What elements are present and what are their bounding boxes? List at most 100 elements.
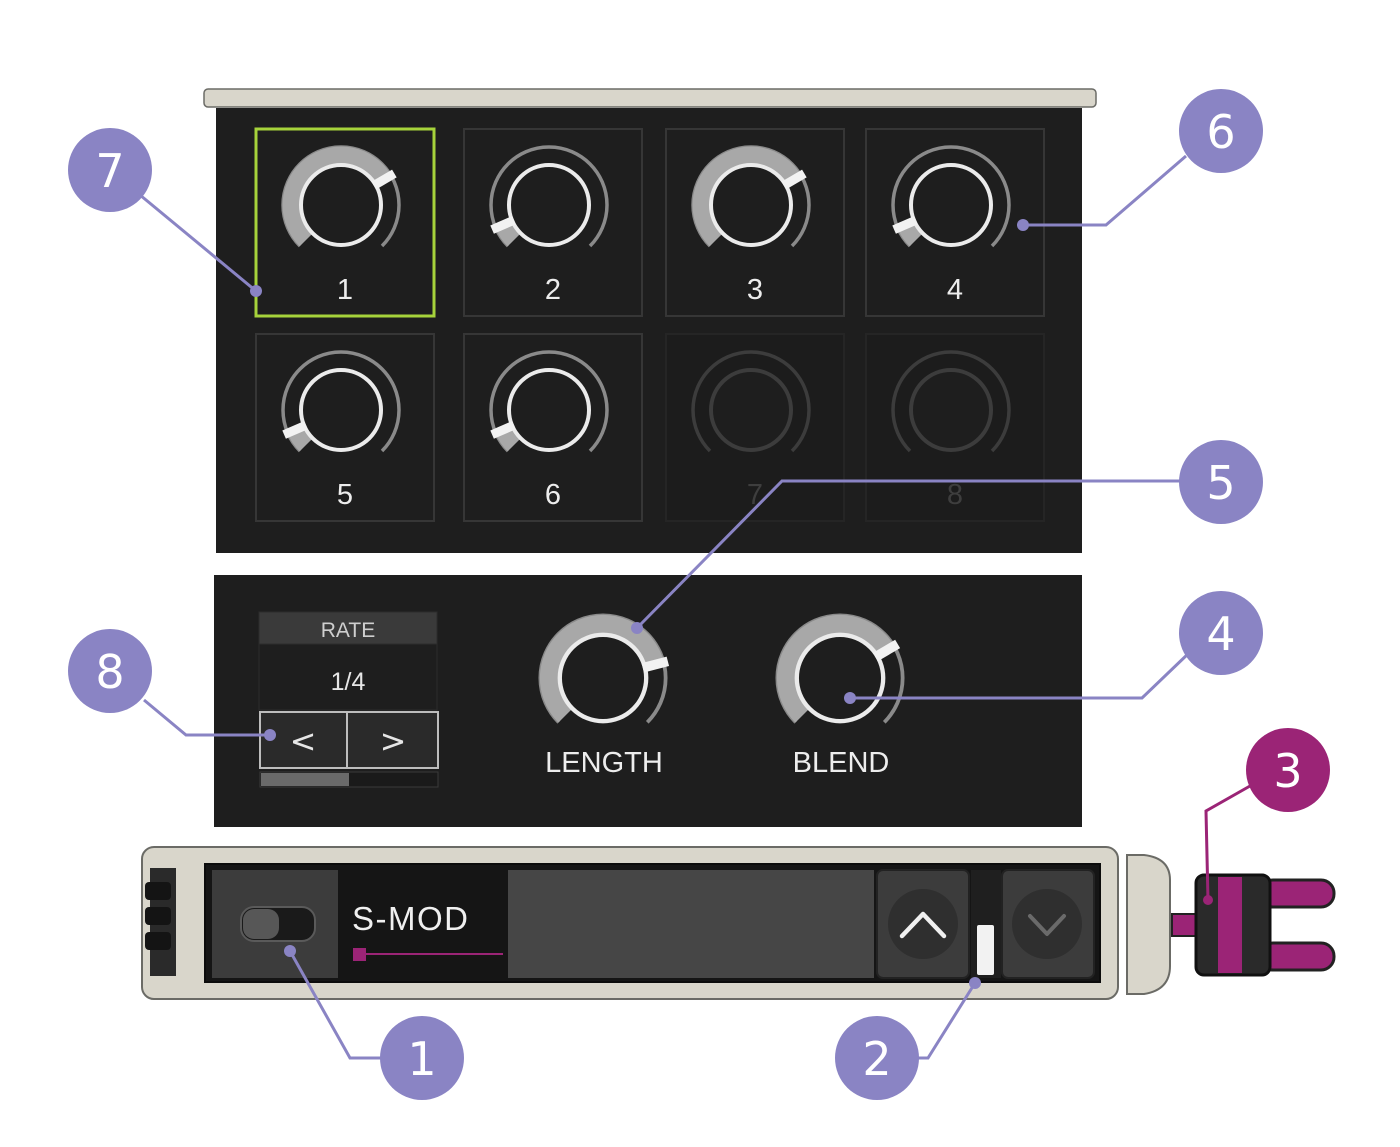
macro-knob-5-cap [299, 368, 383, 452]
macro-knob-6-track [489, 350, 609, 453]
macro-knob-cell-8: 8 [865, 333, 1045, 522]
macro-knob-4-track [891, 145, 1011, 248]
macro-knob-3-cap [709, 163, 793, 247]
empty-display [508, 870, 874, 978]
macro-knob-1[interactable] [281, 145, 401, 248]
settings-knobs [538, 613, 905, 724]
rate-next-button[interactable] [346, 711, 439, 769]
callout-number-4: 4 [1206, 607, 1235, 661]
macro-knob-4-cap [909, 163, 993, 247]
macro-knob-label-3: 3 [747, 274, 763, 306]
callout-line-8 [143, 698, 276, 741]
grip-notch-3 [145, 932, 171, 950]
callout-line-1 [284, 945, 384, 1060]
blend-knob[interactable] [775, 613, 905, 724]
callout-line-4 [844, 650, 1192, 704]
callout-number-5: 5 [1206, 456, 1235, 510]
callout-number-2: 2 [862, 1032, 891, 1086]
macro-knob-4[interactable] [891, 145, 1011, 248]
callout-badge-3 [1246, 728, 1330, 812]
right-cap [1126, 854, 1171, 995]
rate-value: 1/4 [331, 668, 366, 696]
callout-badge-2 [835, 1016, 919, 1100]
callout-number-8: 8 [95, 645, 124, 699]
rate-value-box [258, 643, 438, 711]
macro-knob-2-track [489, 145, 609, 248]
macro-knob-grid: 1 2 3 4 5 6 7 8 [254, 127, 1045, 522]
length-knob-cap [557, 632, 649, 724]
callout-number-7: 7 [95, 144, 124, 198]
macro-knob-2-pointer [490, 215, 516, 234]
macro-knob-cell-7: 7 [665, 333, 845, 522]
blend-knob-pointer [872, 639, 901, 662]
macro-knob-3-pointer [781, 169, 807, 190]
toggle-thumb [243, 909, 279, 939]
callout-line-7 [139, 193, 262, 297]
macro-knob-3-value-arc [692, 146, 802, 247]
callout-line-5 [631, 479, 1186, 634]
callout-badge-4 [1179, 591, 1263, 675]
length-knob[interactable] [538, 613, 670, 724]
name-cell [339, 870, 506, 978]
macro-knob-1-pointer [371, 169, 397, 190]
callout-line-6 [1017, 154, 1187, 231]
module-name: S-MOD [352, 900, 470, 937]
macro-knob-5[interactable] [281, 350, 401, 453]
callouts: 1 2 3 4 5 6 7 8 [68, 89, 1330, 1100]
plug-stripe [1218, 877, 1242, 973]
callout-badge-7 [68, 128, 152, 212]
grip-notch-1 [145, 882, 171, 900]
macro-knob-3[interactable] [691, 145, 811, 248]
length-knob-pointer [641, 656, 670, 673]
macro-knob-cell-5[interactable]: 5 [255, 333, 435, 522]
macro-knob-cell-1[interactable]: 1 [254, 127, 436, 318]
scroll-indicator[interactable] [977, 925, 994, 975]
device-strip: S-MOD [141, 846, 1171, 1000]
macro-knob-label-1: 1 [337, 274, 353, 306]
macro-knob-1-cap [299, 163, 383, 247]
rate-control: RATE 1/4 < > [258, 611, 439, 788]
macro-knob-cell-4[interactable]: 4 [865, 128, 1045, 317]
callout-line-3 [1204, 784, 1251, 901]
rate-title: RATE [321, 619, 375, 642]
length-knob-value-arc [539, 614, 665, 723]
macro-knob-2-cap [507, 163, 591, 247]
macro-knob-7 [691, 350, 811, 453]
macro-knob-1-value-arc [282, 146, 392, 247]
callout-dot-3 [1203, 895, 1213, 905]
blend-knob-cap [794, 632, 886, 724]
macro-knob-cell-6[interactable]: 6 [463, 333, 643, 522]
macro-knob-2[interactable] [489, 145, 609, 248]
macro-knob-8-track [891, 350, 1011, 453]
macro-knob-cell-3[interactable]: 3 [665, 128, 845, 317]
macro-knob-5-track [281, 350, 401, 453]
callout-number-1: 1 [407, 1032, 436, 1086]
macro-knob-label-8: 8 [947, 479, 963, 511]
rate-next-glyph: > [380, 722, 407, 760]
macro-knob-label-2: 2 [545, 274, 561, 306]
macro-knob-label-7: 7 [747, 479, 763, 511]
macro-knob-6-pointer [490, 420, 516, 439]
chevron-down-icon [1028, 914, 1066, 936]
grip-notch-2 [145, 907, 171, 925]
blend-knob-value-arc [776, 614, 895, 723]
cable-connector[interactable] [1171, 873, 1336, 977]
down-circle [1012, 889, 1082, 959]
rate-progress-fill [261, 773, 349, 786]
callout-badge-8 [68, 629, 152, 713]
macro-knob-8 [891, 350, 1011, 453]
macro-knob-6[interactable] [489, 350, 609, 453]
mod-source-square [353, 948, 366, 961]
macro-knob-8-cap [909, 368, 993, 452]
macro-knob-label-5: 5 [337, 479, 353, 511]
macro-knob-cell-2[interactable]: 2 [463, 128, 643, 317]
blend-label: BLEND [793, 747, 890, 779]
macro-knob-label-4: 4 [947, 274, 963, 306]
callout-badge-1 [380, 1016, 464, 1100]
macro-knob-7-track [691, 350, 811, 453]
macro-knob-4-pointer [892, 215, 918, 234]
macro-knob-6-cap [507, 368, 591, 452]
callout-number-6: 6 [1206, 105, 1235, 159]
chevron-up-icon [899, 911, 947, 939]
